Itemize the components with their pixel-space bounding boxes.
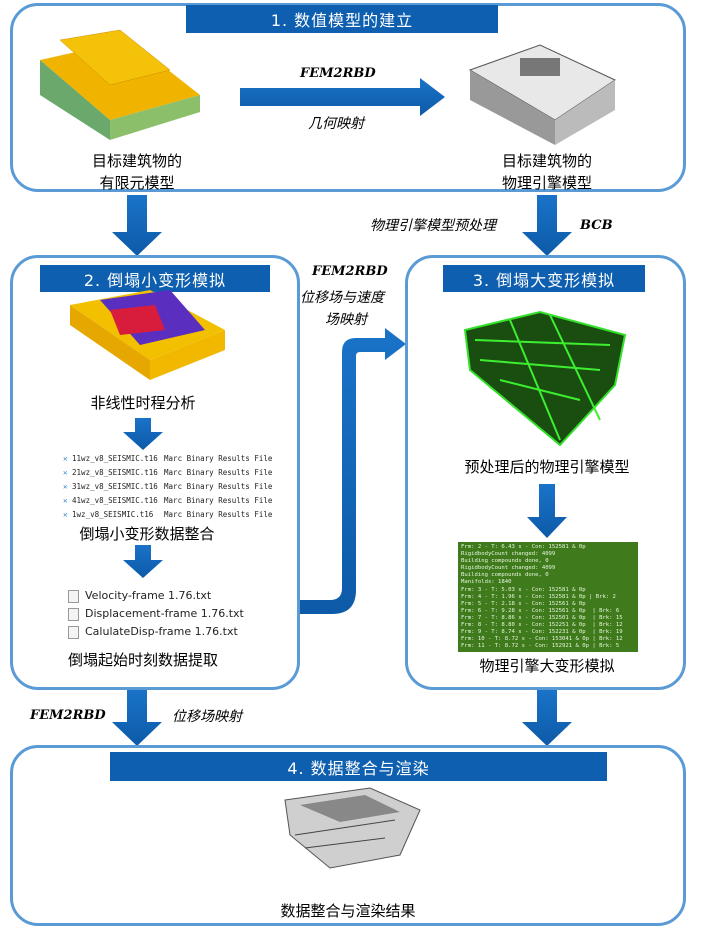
arrow-down-3-4 — [522, 690, 572, 746]
arrow-connector-2-3 — [300, 328, 406, 614]
arrow-step-2a — [123, 418, 163, 450]
label-geometry-mapping: 几何映射 — [308, 116, 364, 132]
step-data-integration: 倒塌小变形数据整合 — [79, 525, 215, 543]
section-3-box — [405, 255, 686, 690]
txt-file-row: Velocity-frame 1.76.txt — [68, 587, 244, 605]
section-2-box — [10, 255, 300, 690]
label-field-mapping: 场映射 — [325, 312, 367, 328]
document-icon — [68, 607, 79, 621]
section-1-title: 1. 数值模型的建立 — [186, 5, 498, 33]
step-data-extraction: 倒塌起始时刻数据提取 — [67, 651, 219, 669]
txt-file-row: Displacement-frame 1.76.txt — [68, 605, 244, 623]
step-preprocessed-model: 预处理后的物理引擎模型 — [464, 458, 630, 476]
physics-engine-preprocessed-image — [463, 310, 627, 447]
section-4-box — [10, 745, 686, 926]
step-large-deformation: 物理引擎大变形模拟 — [479, 657, 615, 675]
rendering-result-caption: 数据整合与渲染结果 — [280, 902, 416, 920]
arrow-step-2b — [123, 545, 163, 578]
arrow-down-1-3 — [522, 195, 572, 256]
arrow-down-1-2 — [112, 195, 162, 256]
step-nonlinear-analysis: 非线性时程分析 — [90, 394, 196, 412]
label-preprocessing: 物理引擎模型预处理 — [370, 218, 496, 234]
arrow-down-2-4 — [112, 690, 162, 746]
document-icon — [68, 625, 79, 639]
label-displacement-mapping: 位移场映射 — [172, 709, 242, 725]
txt-file-row: CalulateDisp-frame 1.76.txt — [68, 623, 244, 641]
label-displacement-velocity: 位移场与速度 — [300, 290, 384, 306]
physics-model-caption: 目标建筑物的物理引擎模型 — [501, 152, 593, 192]
section-1-box — [10, 3, 686, 192]
section-3-title: 3. 倒塌大变形模拟 — [443, 265, 645, 292]
fem-model-caption: 目标建筑物的有限元模型 — [91, 152, 183, 192]
label-fem2rbd-connector: FEM2RBD — [312, 264, 388, 279]
txt-file-list: Velocity-frame 1.76.txt Displacement-fra… — [68, 587, 244, 641]
simulation-console: Frm: 2 - T: 6.43 s - Con: 152581 & 0p Ri… — [458, 542, 638, 652]
fem-model-image — [40, 29, 200, 140]
label-fem2rbd-bottom: FEM2RBD — [30, 708, 106, 723]
physics-engine-model-image — [468, 44, 617, 145]
arrow-step-3a — [527, 484, 567, 538]
nonlinear-analysis-image — [70, 290, 225, 380]
label-fem2rbd-top: FEM2RBD — [300, 66, 376, 81]
label-bcb: BCB — [580, 218, 613, 233]
section-2-title: 2. 倒塌小变形模拟 — [40, 265, 270, 292]
document-icon — [68, 589, 79, 603]
section-4-title: 4. 数据整合与渲染 — [110, 752, 607, 781]
arrow-geometry-mapping — [240, 78, 445, 116]
rendered-result-image — [284, 787, 421, 869]
